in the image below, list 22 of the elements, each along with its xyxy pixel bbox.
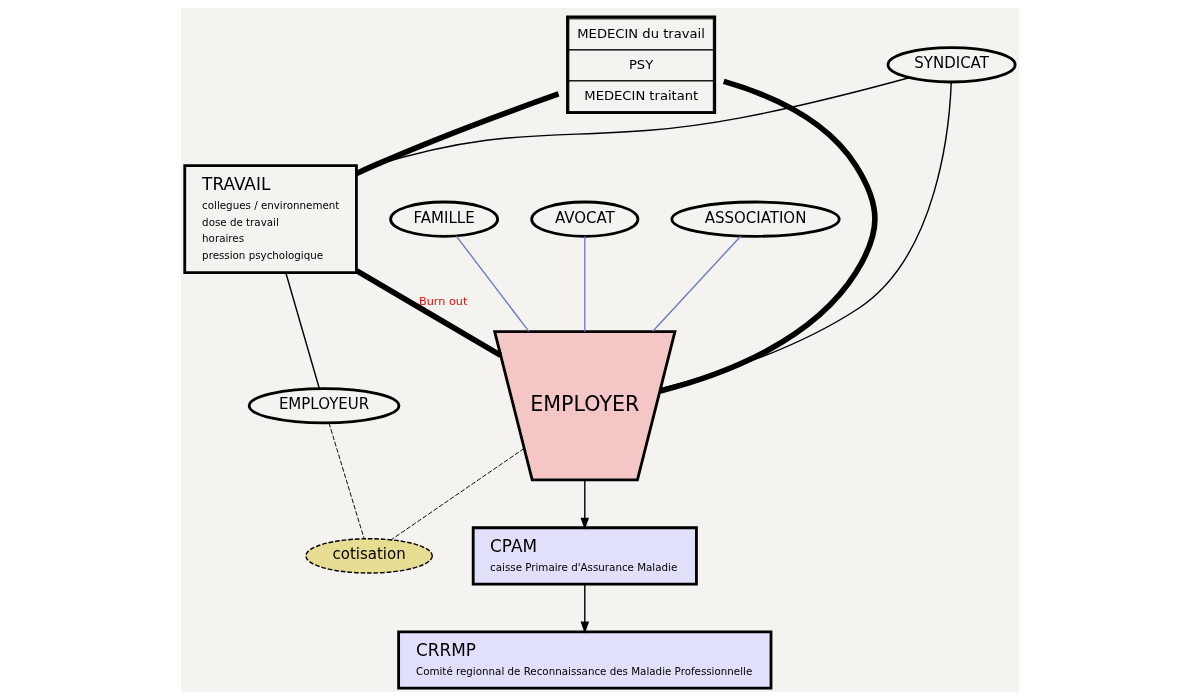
arrow — [580, 479, 590, 530]
connector — [659, 81, 952, 390]
connector — [652, 235, 742, 333]
connector — [355, 268, 503, 358]
node-ellipse: ASSOCIATION — [670, 200, 841, 238]
node-ellipse: AVOCAT — [530, 200, 640, 238]
connector — [455, 235, 530, 333]
connector — [390, 447, 525, 541]
node-ellipse: cotisation — [305, 538, 433, 574]
edge-label: Burn out — [418, 295, 468, 309]
node-box: CPAM caisse Primaire d'Assurance Maladie — [471, 526, 698, 586]
node-box: CRRMP Comité regionnal de Reconnaissance des Maladie Professionnelle — [397, 630, 773, 690]
node-box: TRAVAIL collegues / environnement dose de travail horaires pression psychologique — [183, 164, 358, 274]
connector — [285, 272, 320, 389]
connector — [328, 422, 365, 539]
node-ellipse: EMPLOYEUR — [247, 387, 401, 425]
node-ellipse: SYNDICAT — [886, 46, 1017, 84]
connector — [659, 78, 878, 394]
connector — [355, 91, 560, 177]
connector — [584, 235, 586, 333]
node-ellipse: FAMILLE — [389, 200, 500, 238]
arrow — [580, 583, 590, 634]
